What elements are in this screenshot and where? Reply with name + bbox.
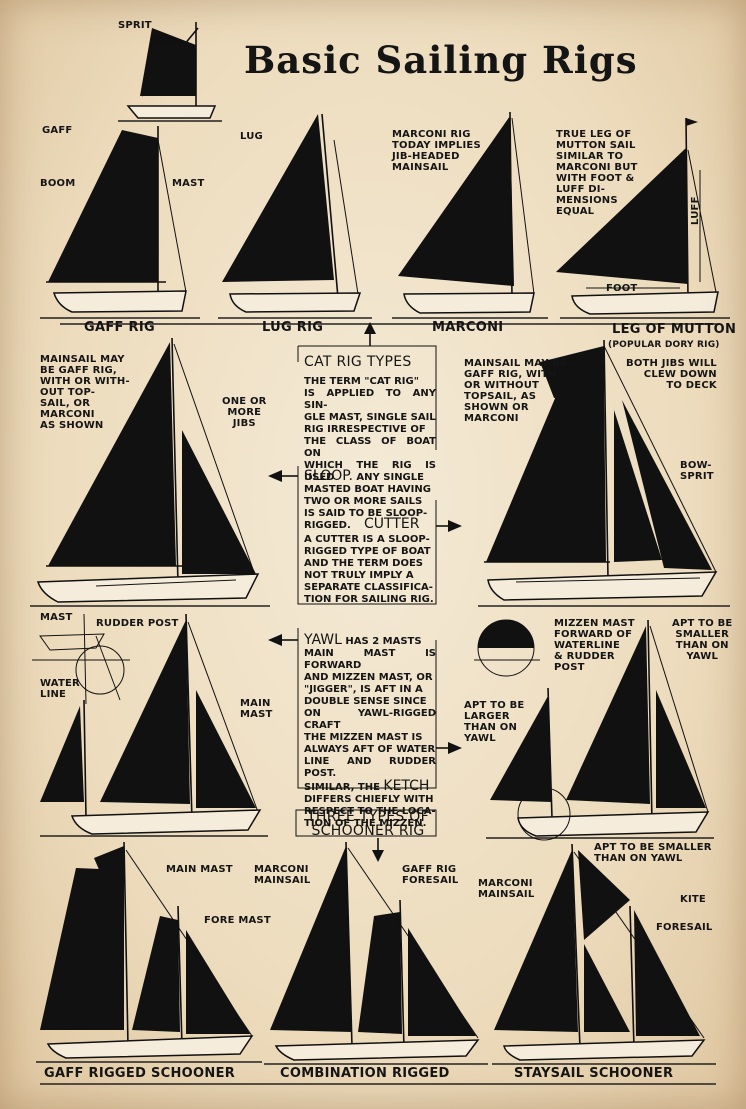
leg-of-mutton-illustration [556,117,730,319]
schooner-main-mast-label: MAIN MAST [166,864,233,875]
jibs-label: ONE OR MORE JIBS [222,396,267,429]
mast-label: MAST [172,178,205,189]
marconi-caption: MARCONI [432,320,504,335]
apt-smaller-bottom-note: APT TO BE SMALLER THAN ON YAWL [594,842,712,864]
water-line-label: WATER LINE [40,678,80,700]
bowsprit-label: BOW- SPRIT [680,460,714,482]
lug-label: LUG [240,131,263,142]
lug-rig-illustration [218,113,372,319]
yawl-text: HAS 2 MASTS MAIN MAST IS FORWARD AND MIZ… [304,636,436,793]
schooner-heading: THREE TYPES OF SCHOONER RIG [307,809,429,839]
mizzen-mast-note: MIZZEN MAST FORWARD OF WATERLINE & RUDDE… [554,618,635,673]
ketch-illustration [474,619,714,841]
gaff-schooner-illustration [36,841,262,1063]
sprit-label: SPRIT [118,20,152,31]
gaff-rig-illustration [40,126,200,319]
sloop-word: SLOOP. [304,468,353,484]
combination-caption: COMBINATION RIGGED [280,1066,450,1081]
staysail-caption: STAYSAIL SCHOONER [514,1066,674,1081]
cutter-illustration [478,339,730,607]
main-mast-label: MAIN MAST [240,698,273,720]
kite-label: KITE [680,894,706,905]
gaff-schooner-caption: GAFF RIGGED SCHOONER [44,1066,236,1081]
cat-rig-text: THE TERM "CAT RIG" IS APPLIED TO ANY SIN… [304,376,436,483]
arrows [268,322,462,862]
sloop-illustration [30,337,270,607]
yawl-mast-label: MAST [40,612,73,623]
sloop-text: ANY SINGLE MASTED BOAT HAVING TWO OR MOR… [304,472,431,531]
both-jibs-note: BOTH JIBS WILL CLEW DOWN TO DECK [626,358,717,391]
gaff-foresail-label: GAFF RIG FORESAIL [402,864,459,886]
page-title: Basic Sailing Rigs [244,38,638,82]
staysail-marconi-label: MARCONI MAINSAIL [478,878,535,900]
marconi-note: MARCONI RIG TODAY IMPLIES JIB-HEADED MAI… [392,129,481,173]
sloop-description: SLOOP. ANY SINGLE MASTED BOAT HAVING TWO… [304,468,436,532]
yawl-description: YAWL HAS 2 MASTS MAIN MAST IS FORWARD AN… [304,632,436,830]
cutter-text: A CUTTER IS A SLOOP- RIGGED TYPE OF BOAT… [304,534,434,605]
text-box-frames [295,345,437,837]
ketch-word: KETCH [383,778,430,794]
staysail-schooner-illustration [492,843,716,1065]
combination-marconi-label: MARCONI MAINSAIL [254,864,311,886]
lug-rig-caption: LUG RIG [262,320,324,335]
leg-of-mutton-note: TRUE LEG OF MUTTON SAIL SIMILAR TO MARCO… [556,129,638,217]
yawl-illustration [32,613,268,837]
rudder-post-label: RUDDER POST [96,618,179,629]
cutter-word: CUTTER [364,516,420,532]
popular-dory-caption: (POPULAR DORY RIG) [608,340,720,350]
yawl-word: YAWL [304,632,342,648]
gaff-rig-caption: GAFF RIG [84,320,155,335]
combination-schooner-illustration [264,841,488,1065]
boom-label: BOOM [40,178,76,189]
luff-label: LUFF [690,196,701,225]
foot-label: FOOT [606,283,638,294]
cutter-mainsail-note: MAINSAIL MAY BE GAFF RIG, WITH OR WITHOU… [464,358,568,424]
leg-of-mutton-caption: LEG OF MUTTON [612,322,737,337]
gaff-label: GAFF [42,125,73,136]
ketch-text: DIFFERS CHIEFLY WITH RESPECT TO THE LOCA… [304,794,436,829]
foresail-label: FORESAIL [656,922,713,933]
apt-larger-note: APT TO BE LARGER THAN ON YAWL [464,700,525,744]
sprit-boat-illustration [118,22,222,122]
schooner-fore-mast-label: FORE MAST [204,915,271,926]
cat-rig-heading: CAT RIG TYPES [304,354,412,370]
sloop-mainsail-note: MAINSAIL MAY BE GAFF RIG, WITH OR WITH- … [40,354,130,431]
apt-smaller-note: APT TO BE SMALLER THAN ON YAWL [672,618,733,662]
marconi-rig-illustration [392,111,548,319]
